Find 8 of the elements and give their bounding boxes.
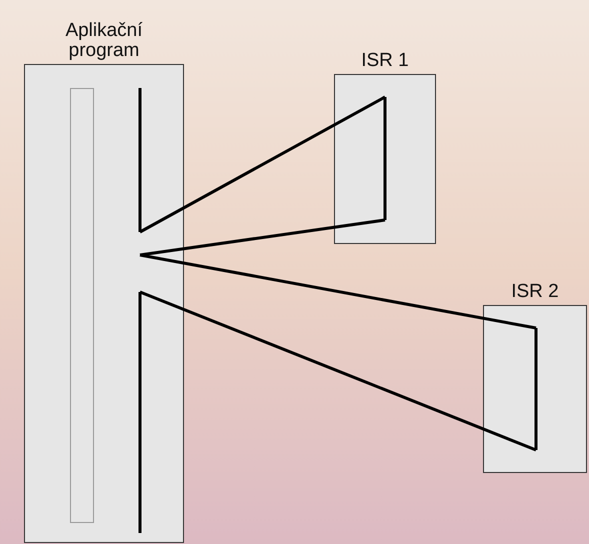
trace-line: [139, 96, 386, 234]
stack-bar: [70, 88, 94, 523]
box-heading: Aplikační program: [64, 21, 144, 61]
trace-line: [140, 218, 386, 256]
box-heading: ISR 2: [511, 282, 559, 302]
box-heading: ISR 1: [361, 51, 409, 71]
trace-line: [139, 290, 537, 452]
trace-line: [140, 254, 536, 330]
